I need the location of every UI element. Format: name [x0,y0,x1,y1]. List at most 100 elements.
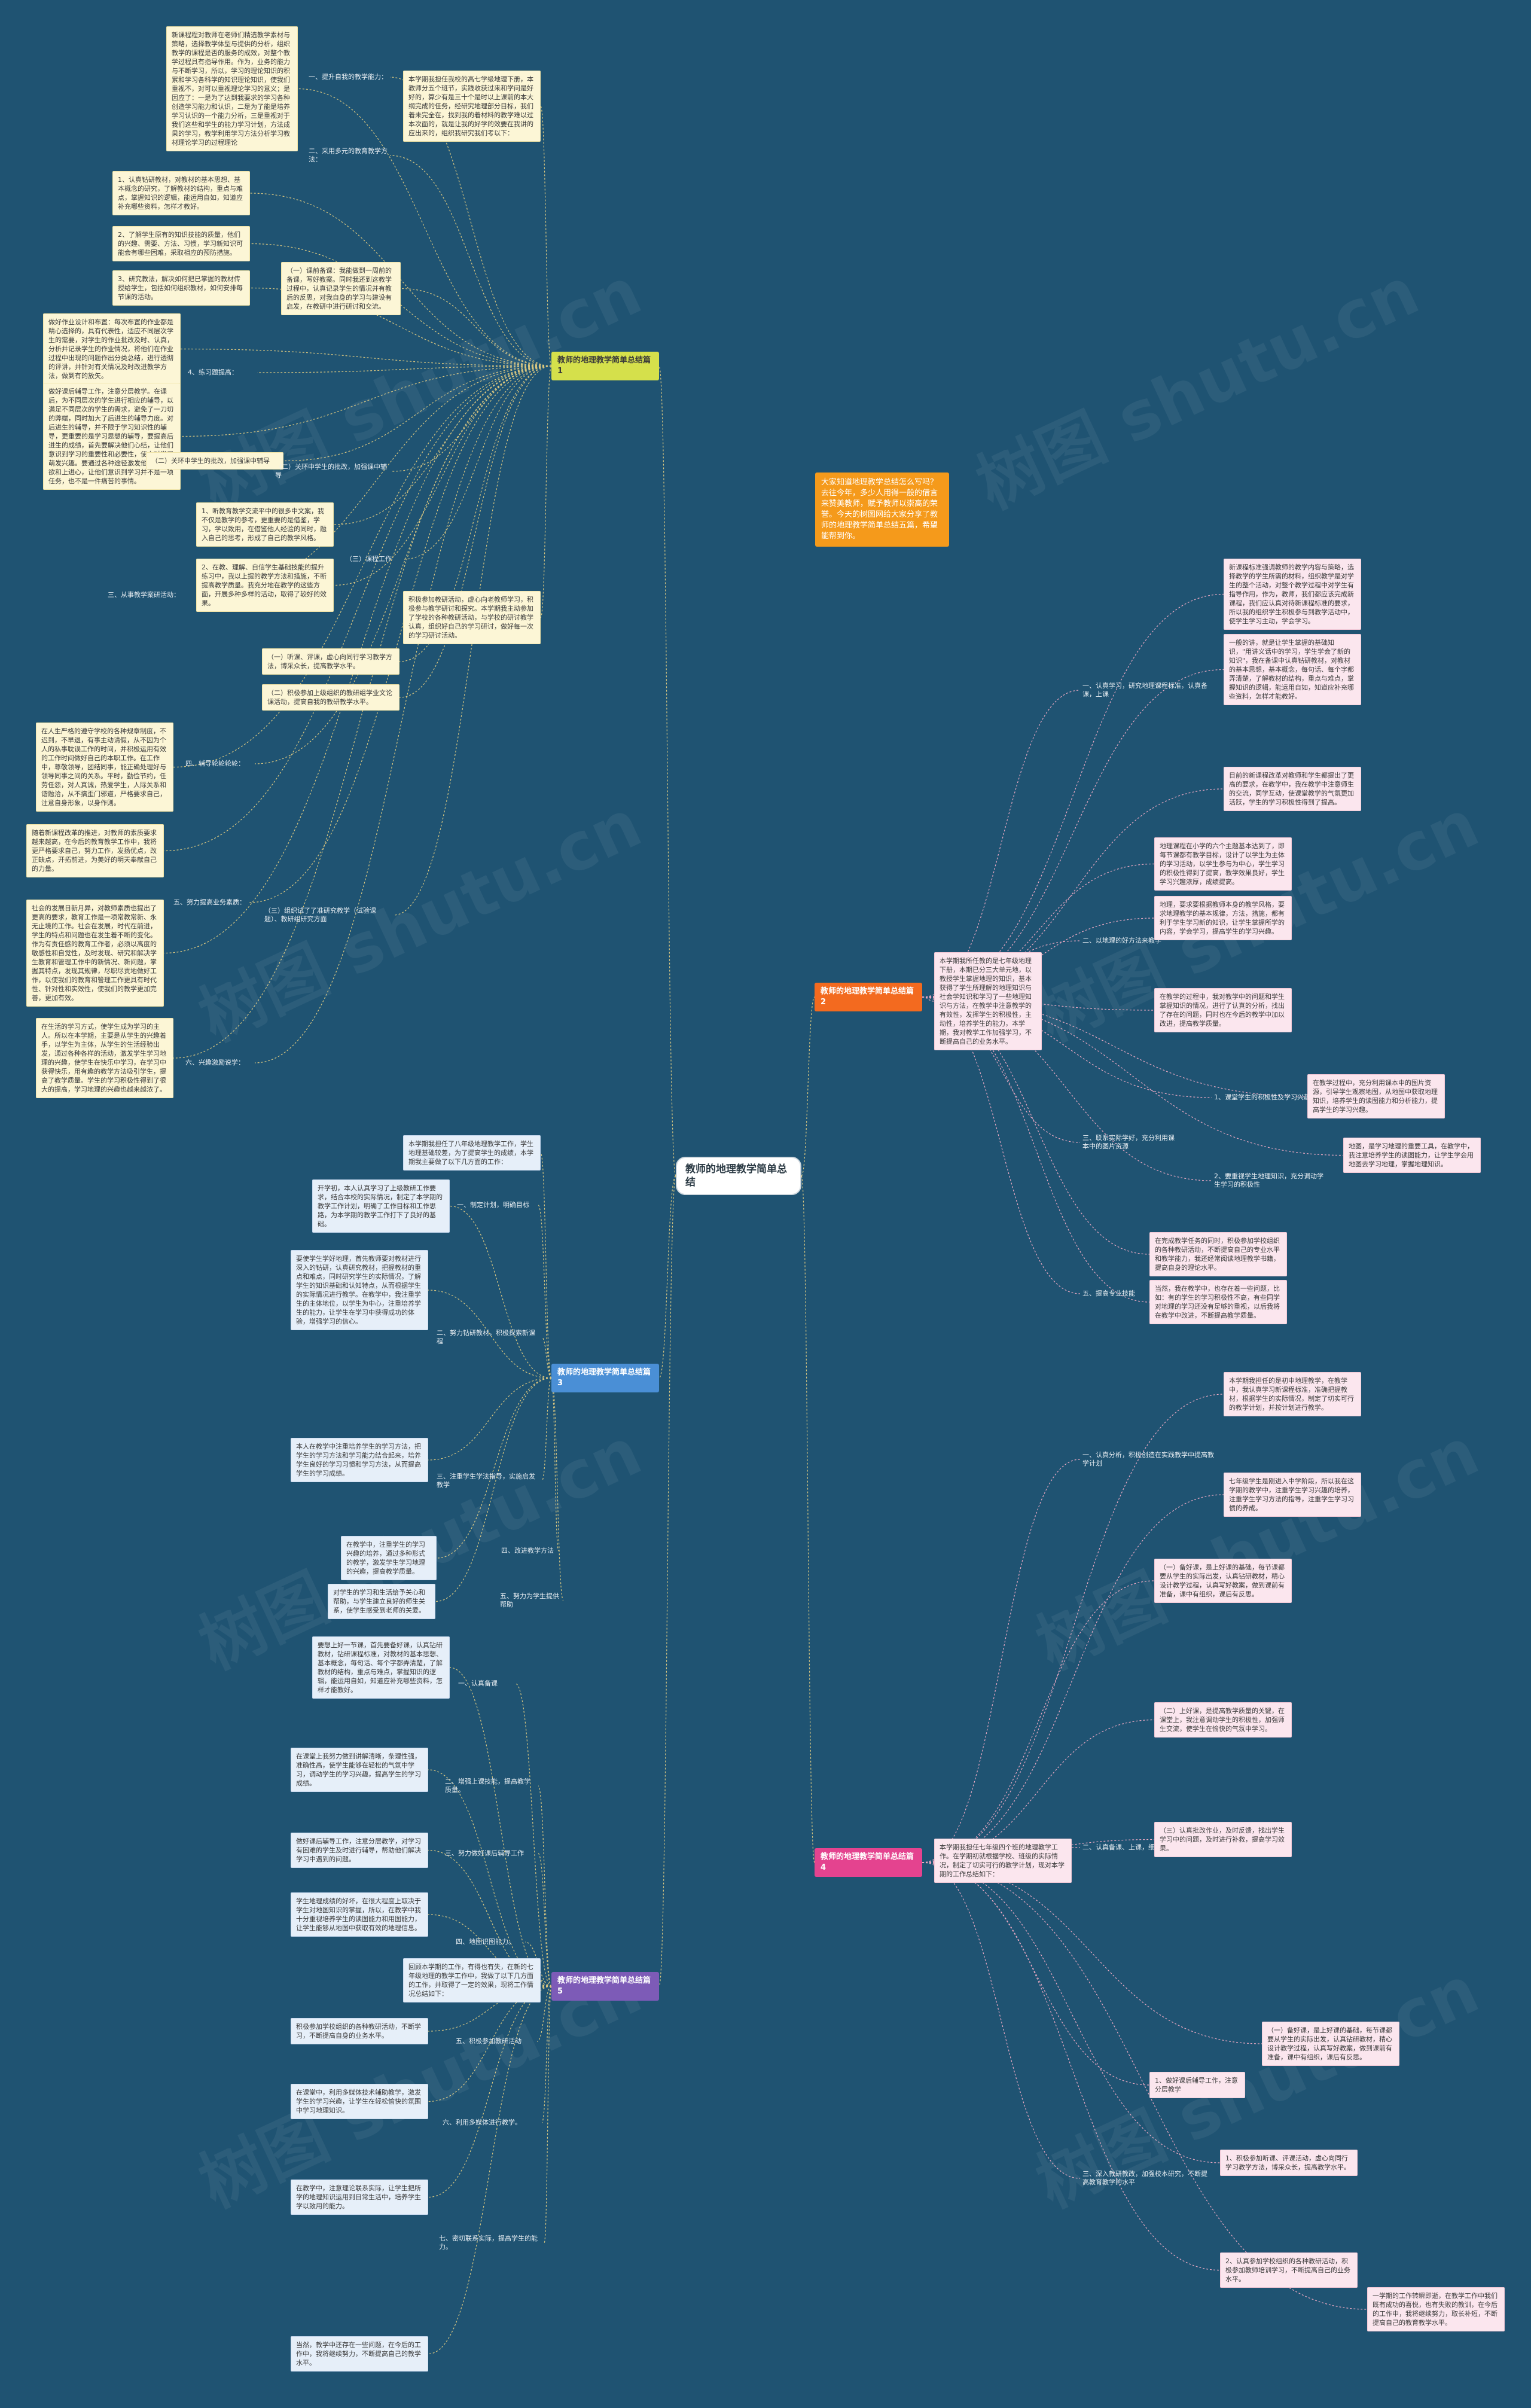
b2-s3-sub-text: 在教学过程中，充分利用课本中的图片资源，引导学生观察地图，从地图中获取地理知识，… [1307,1074,1445,1118]
b5-s7-text: 在教学中，注意理论联系实际，让学生把所学的地理知识运用到日常生活中，培养学生学以… [291,2180,428,2215]
connector-line [658,1175,676,1987]
connector-line [163,365,552,954]
connector-line [540,105,552,367]
b2-s5-label: 五、提高专业技能 [1082,1290,1135,1297]
b2-s1-item-2: 一般的讲，就是让学生掌握的基础知识，"用讲义话中的学习，学生学会了新的知识"，我… [1224,634,1361,705]
connector-line [449,1205,552,1379]
branch-1[interactable]: 教师的地理教学简单总结篇1 [551,352,659,380]
b1-s3-item-1: 1、听教育教学交流平中的很多中文案，我不仅是教学的参考，更重要的是借鉴，学习，学… [196,502,334,547]
b2-s3-b-label: 2、要重视学生地理知识，充分调动学生学习的积极性 [1214,1172,1323,1188]
b4-s2-item-1: （一）备好课，是上好课的基础，每节课都要从学生的实际出发，认真钻研教材，精心设计… [1154,1559,1292,1603]
b4-s3-label: 三、深入教研教改，加强校本研究，不断提高教育教学的水平 [1082,2170,1207,2186]
b3-summary: 本学期我担任了八年级地理教学工作，学生地理基础较差，为了提高学生的成绩，本学期我… [403,1135,541,1171]
connector-line [551,1377,564,1601]
b1-s2c-label: 4、练习题提高： [188,368,238,376]
connector-line [541,1377,552,1482]
b5-s4-label: 四、地图识图能力。 [456,1938,515,1946]
connector-line [922,996,935,1002]
b5-summary: 回顾本学期的工作，有得也有失，在新的七年级地理的教学工作中，我做了以下几方面的工… [403,1958,541,2002]
connector-line [428,1986,552,2198]
connector-line [536,1986,552,2042]
connector-line [399,365,552,662]
b1-s6-label: 六、兴趣激励说学： [185,1059,245,1066]
connector-line [922,1580,1155,1863]
connector-line [428,1986,552,2355]
connector-line [436,1377,552,1559]
b3-s1-text: 开学初，本人认真学习了上级教研工作要求，结合本校的实际情况，制定了本学期的教学工… [312,1179,450,1233]
b1-s2-sub-1: （一）课前备课：我能做到一周前的备课，写好教案。同时我还到这教学过程中，认真记录… [281,262,401,315]
connector-line [540,365,552,618]
connector-line [541,1337,552,1379]
b1-s2-item-3: 3、研究教法，解决如何把已掌握的教材传授给学生，包括如何组织教材，如何安排每节课… [112,270,250,306]
b4-s1-label: 一、认真分析，积极创造在实践教学中提高教学计划 [1082,1451,1214,1467]
b2-s2-label: 二、以地理的好方法来教学 [1082,937,1161,944]
connector-line [200,365,552,596]
connector-line [922,593,1224,998]
b1-s3-sub-label: （三）课程工作 [346,555,392,563]
connector-line [922,1862,1368,2310]
b1-s3-sub-2: （二）积极参加上级组织的教研组学业文论课活动，提高自我的教研教学水平。 [262,684,399,711]
b5-s7-text2: 当然，教学中还存在一些问题，在今后的工作中，我将继续努力，不断提高自己的教学水平… [291,2336,428,2372]
connector-line [333,365,552,586]
connector-line [254,365,552,764]
b1-s4-text: 在人生严格的遵守学校的各种规章制度，不迟到，不早退，有事主动请假，从不因为个人的… [36,723,173,812]
b3-s1-label: 一、制定计划，明确目标 [457,1201,529,1209]
connector-line [249,243,552,367]
b2-s3-sub-label: 1、课堂学生的积极性及学习兴趣 [1214,1093,1310,1101]
b2-s2-item-2: 地理，要求要根据教师本身的教学风格，要求地理教学的基本规律，方法，措施，都有利于… [1154,896,1292,940]
connector-line [922,1862,1150,2086]
branch-3[interactable]: 教师的地理教学简单总结篇3 [551,1364,659,1392]
b4-s2-sub-text: （一）备好课，是上好课的基础，每节课都要从学生的实际出发，认真钻研教材，精心设计… [1262,2022,1399,2066]
connector-line [389,155,552,367]
b1-s5-text2: 社会的发展日新月异，对教师素质也提出了更高的要求，教育工作是一项常教常新、永无止… [26,900,164,1007]
connector-line [922,669,1224,998]
connector-line [428,1769,552,1987]
connector-line [173,365,552,768]
b4-s3-item-2: 2、认真参加学校组织的各种教研活动，积极参加教师培训学习，不断提高自己的业务水平… [1220,2252,1358,2288]
connector-line [333,365,552,525]
connector-line [540,1980,552,1987]
b4-summary: 本学期我担任七年级四个班的地理教学工作。在学期初就根据学校、班级的实际情况，制定… [934,1839,1072,1883]
b2-summary: 本学期我所任教的是七年级地理下册，本期已分三大单元地，以教授学生掌握地理的知识，… [934,952,1042,1050]
b1-s3-label: 三、从事教学案研活动： [108,591,180,599]
b3-s4-label: 四、改进教学方法 [501,1547,554,1554]
root-topic[interactable]: 教师的地理教学简单总结 [676,1157,801,1195]
branch-4[interactable]: 教师的地理教学简单总结篇4 [815,1848,922,1877]
connector-line [551,1377,559,1552]
connector-line [248,365,552,903]
connector-line [922,996,1081,1294]
connector-line [428,1290,552,1379]
connector-line [163,365,552,852]
b5-s1-label: 一、认真备课 [458,1679,498,1687]
connector-line [538,1205,552,1379]
connector-line [922,996,1212,1098]
connector-line [922,1862,1221,2271]
connector-line [538,1785,552,1987]
connector-line [515,1683,552,1987]
b5-s6-text: 在课堂中，利用多媒体技术辅助教学，激发学生的学习兴趣，让学生在轻松愉快的氛围中学… [291,2084,428,2119]
connector-line [541,1986,552,2123]
b5-s1-text: 要想上好一节课，首先要备好课，认真钻研教材，钻研课程标准，对教材的基本思想、基本… [312,1636,450,1699]
connector-line [399,365,552,698]
connector-line [435,1377,552,1602]
b1-s6-text: 在生活的学习方式，使学生成为学习的主人。所以在本学期，主要是从学生的兴趣着手，以… [36,1018,173,1098]
b1-s5-sub: （三）组织试了了准研究教学（试验课题）、教研组研究方面 [264,907,376,923]
b5-s2-text: 在课堂上我努力做到讲解清晰，条理性强，准确性高，使学生能够在轻松的气氛中学习，调… [291,1748,428,1792]
intro-note: 大家知道地理教学总结怎么写吗？去往今年，多少人用得一般的借言来赞美教师，赋予教师… [815,473,949,547]
branch-2[interactable]: 教师的地理教学简单总结篇2 [815,983,922,1011]
connector-line [400,288,552,367]
connector-line [922,940,1081,998]
connector-line [801,1175,815,1863]
connector-line [180,365,552,437]
connector-line [257,365,552,373]
connector-line [173,365,552,1059]
connector-line [922,996,1150,1255]
b2-s5-text2: 当然，我在教学中，也存在着一些问题，比如：有的学生的学习积极性不高，有些同学对地… [1149,1280,1287,1324]
b2-s3-label: 三、联系实际学好，充分利用课本中的图片资源 [1082,1134,1175,1150]
connector-line [922,1862,1221,2163]
b5-s6-label: 六、利用多媒体进行教学。 [443,2119,521,2126]
b5-s7-label: 七、密切联系实际，提高学生的能力。 [439,2235,538,2251]
b4-s2-sub: 1、做好课后辅导工作，注意分层教学 [1149,2072,1245,2098]
connector-line [922,1862,1262,2044]
branch-5[interactable]: 教师的地理教学简单总结篇5 [551,1972,659,2001]
